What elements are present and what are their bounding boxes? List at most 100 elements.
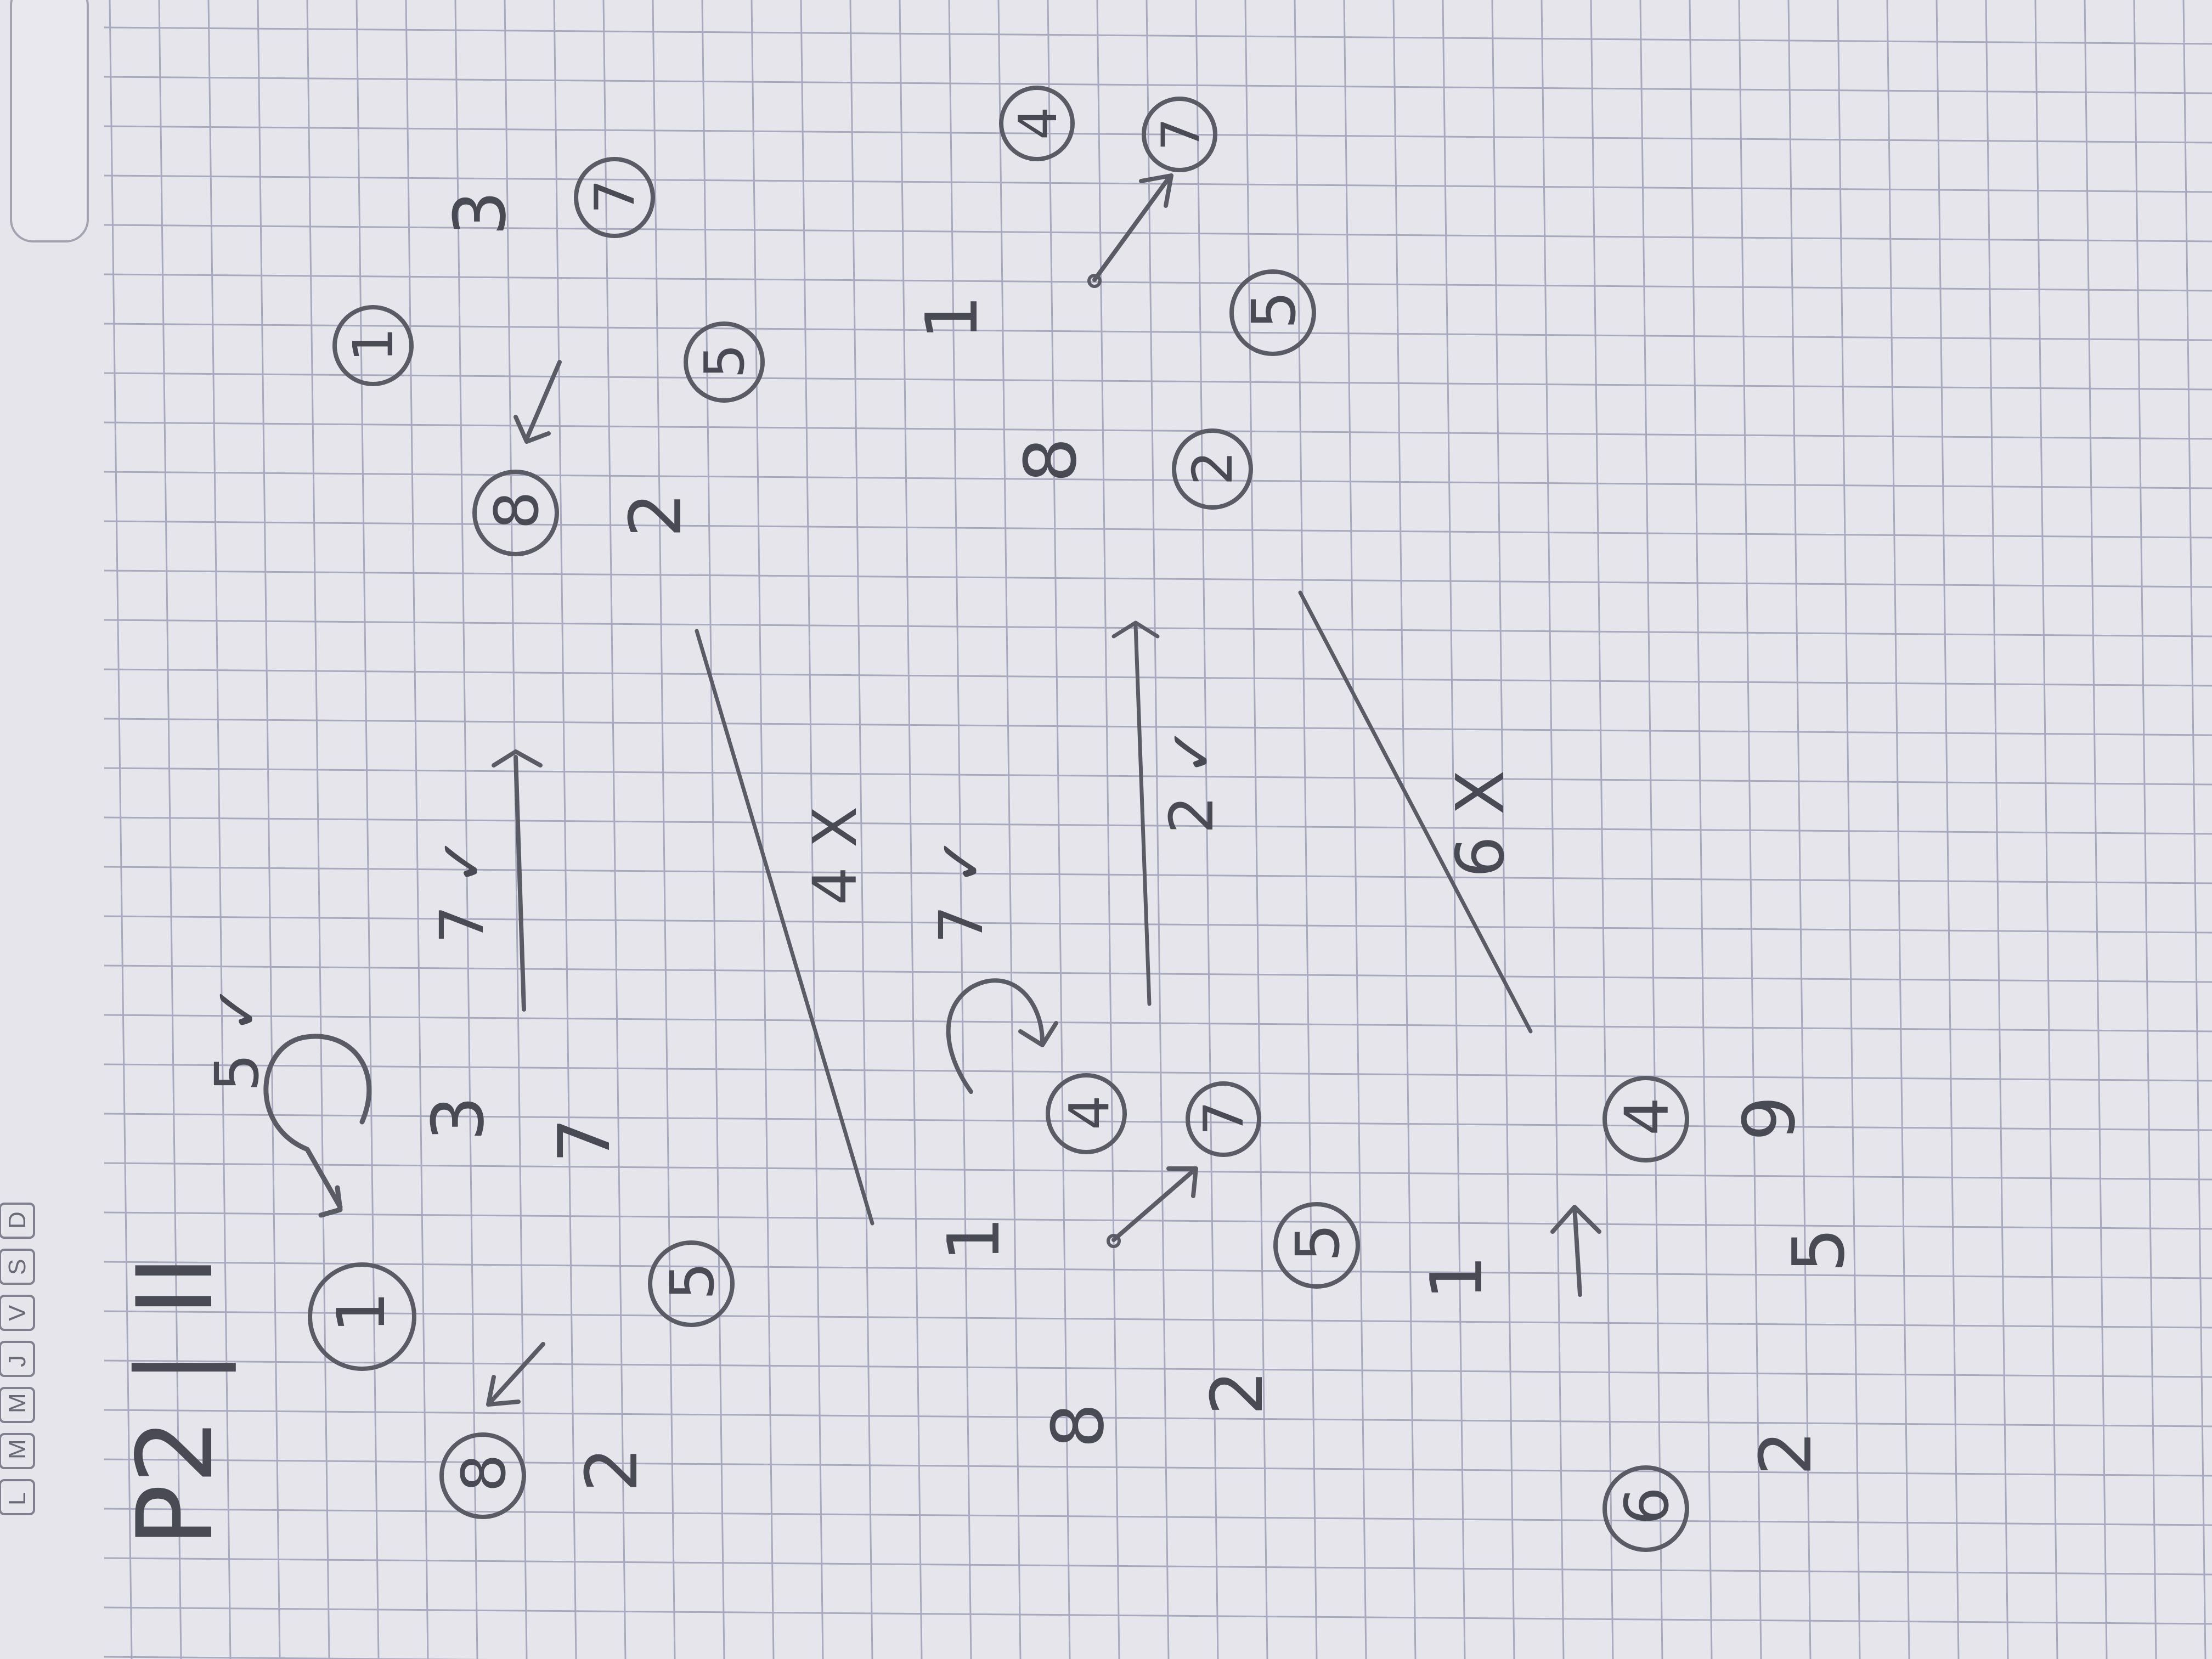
svg-text:7: 7 [1151, 118, 1211, 151]
weekday-box: L [0, 1479, 35, 1515]
grid-line [104, 1310, 2212, 1329]
right-number: 3 [438, 190, 522, 236]
round2-number: 1 [1415, 1255, 1498, 1300]
weekday-label: M [4, 1439, 31, 1459]
grid-line [1146, 0, 1170, 1659]
grid-line [104, 1458, 2212, 1477]
weekday-label: D [4, 1211, 31, 1229]
round1-number: 2 [570, 1447, 653, 1492]
grid-line [2133, 0, 2157, 1659]
round1-mark-2: 7 ✓ [427, 836, 497, 944]
svg-text:1: 1 [341, 327, 405, 362]
svg-text:4: 4 [1008, 107, 1069, 140]
grid-line [158, 0, 182, 1659]
weekday-box: V [0, 1295, 35, 1331]
grid-line [104, 816, 2212, 835]
curved-arrow-icon [946, 978, 1045, 1094]
svg-text:4: 4 [1057, 1095, 1121, 1130]
diagonal-arrow-icon [514, 360, 562, 444]
round2-mark-3: 6 X [1443, 770, 1519, 878]
grid-line [104, 26, 2212, 45]
circled-number: 5 [648, 1240, 735, 1327]
circled-number: 4 [999, 86, 1075, 161]
round2-number: 2 [1744, 1430, 1827, 1476]
round2-number: 8 [1036, 1403, 1120, 1448]
arrow-head-icon [492, 749, 543, 768]
grid-line [2182, 0, 2207, 1659]
grid-line [104, 323, 2212, 341]
grid-line [1096, 0, 1120, 1659]
grid-line [104, 76, 2212, 94]
svg-text:5: 5 [657, 1262, 727, 1300]
grid-line [997, 0, 1022, 1659]
grid-line [257, 0, 281, 1659]
grid-line [104, 1508, 2212, 1526]
grid-line [849, 0, 873, 1659]
curved-arrow-icon [263, 1034, 372, 1210]
svg-text:7: 7 [1192, 1101, 1256, 1136]
grid-line [1195, 0, 1219, 1659]
grid-line [1392, 0, 1417, 1659]
grid-line [109, 0, 133, 1659]
circled-number: 8 [472, 470, 559, 556]
grid-line [104, 1359, 2212, 1378]
grid-line [104, 1211, 2212, 1230]
diagonal-arrow-icon [1092, 173, 1173, 282]
grid-line [104, 767, 2212, 786]
weekday-box: M [0, 1433, 35, 1469]
page-title: P2 | II [115, 1255, 236, 1547]
grid-line [104, 1014, 2212, 1032]
grid-line [104, 718, 2212, 736]
grid-line [1491, 0, 1515, 1659]
weekday-box: M [0, 1387, 35, 1423]
round1-mark-3: 4 X [800, 806, 870, 905]
grid-line [207, 0, 232, 1659]
grid-line [104, 1261, 2212, 1279]
grid-line [553, 0, 577, 1659]
grid-line [504, 0, 528, 1659]
svg-text:4: 4 [1612, 1097, 1682, 1136]
grid-line [104, 273, 2212, 292]
grid-line [1837, 0, 1861, 1659]
grid-line [1442, 0, 1466, 1659]
circled-number: 2 [1172, 428, 1253, 510]
svg-text:5: 5 [1283, 1223, 1353, 1262]
circled-number: 7 [1142, 97, 1217, 172]
round1-number: 3 [416, 1096, 500, 1141]
grid-line [1985, 0, 2009, 1659]
svg-text:7: 7 [583, 179, 647, 214]
grid-line [800, 0, 824, 1659]
round2-number: 1 [932, 1216, 1015, 1262]
page-tab [10, 0, 89, 242]
grid-line [104, 915, 2212, 934]
grid-line [1343, 0, 1367, 1659]
grid-line [104, 964, 2212, 983]
right-number: 1 [910, 295, 994, 340]
grid-line [104, 866, 2212, 884]
grid-paper [104, 0, 2212, 1659]
round2-number: 2 [1195, 1370, 1279, 1415]
right-number: 2 [614, 492, 697, 538]
grid-line [104, 1409, 2212, 1427]
grid-line [701, 0, 725, 1659]
grid-line [104, 1063, 2212, 1082]
circled-number: 5 [1273, 1202, 1360, 1289]
circled-number: 5 [684, 321, 765, 403]
diagonal-arrow-icon [1111, 1166, 1198, 1242]
svg-text:6: 6 [1612, 1487, 1682, 1525]
grid-line [104, 619, 2212, 637]
grid-line [104, 224, 2212, 242]
circled-number: 7 [1186, 1081, 1261, 1157]
grid-line [602, 0, 627, 1659]
grid-line [104, 421, 2212, 440]
circled-number: 7 [574, 157, 655, 238]
svg-text:5: 5 [692, 343, 757, 379]
grid-line [1787, 0, 1812, 1659]
grid-line [104, 1557, 2212, 1576]
up-arrow-icon [1550, 1205, 1601, 1297]
grid-line [1936, 0, 1960, 1659]
arrow-line [1133, 623, 1152, 1006]
round1-mark-1: 5 ✓ [202, 984, 272, 1092]
